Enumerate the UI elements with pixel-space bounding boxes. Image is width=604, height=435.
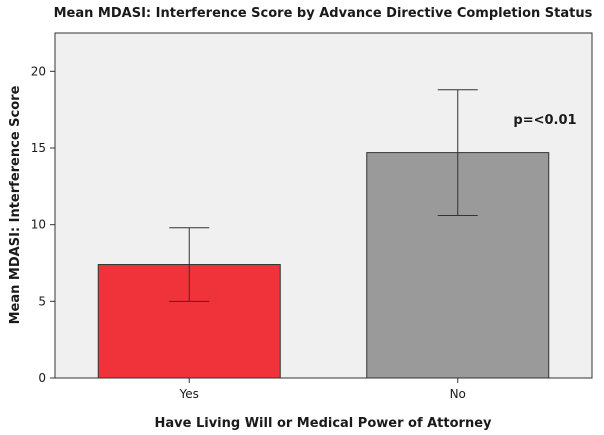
error-bar-no — [437, 89, 478, 216]
y-tick-label-5: 5 — [38, 294, 46, 308]
y-tick-label-20: 20 — [31, 64, 46, 78]
y-axis-label: Mean MDASI: Interference Score — [8, 85, 23, 324]
error-bar-yes — [169, 227, 210, 302]
y-axis: 0 5 10 15 20 — [31, 64, 55, 385]
y-tick-label-15: 15 — [31, 141, 46, 155]
x-tick-label-yes: Yes — [179, 387, 199, 401]
chart-title: Mean MDASI: Interference Score by Advanc… — [54, 6, 593, 21]
y-tick-label-10: 10 — [31, 218, 46, 232]
x-axis-label: Have Living Will or Medical Power of Att… — [154, 416, 492, 431]
error-bars-layer — [169, 89, 478, 302]
x-axis: Yes No — [179, 378, 466, 401]
p-value-annotation: p=<0.01 — [513, 113, 576, 128]
y-tick-label-0: 0 — [38, 371, 46, 385]
x-tick-label-no: No — [450, 387, 466, 401]
